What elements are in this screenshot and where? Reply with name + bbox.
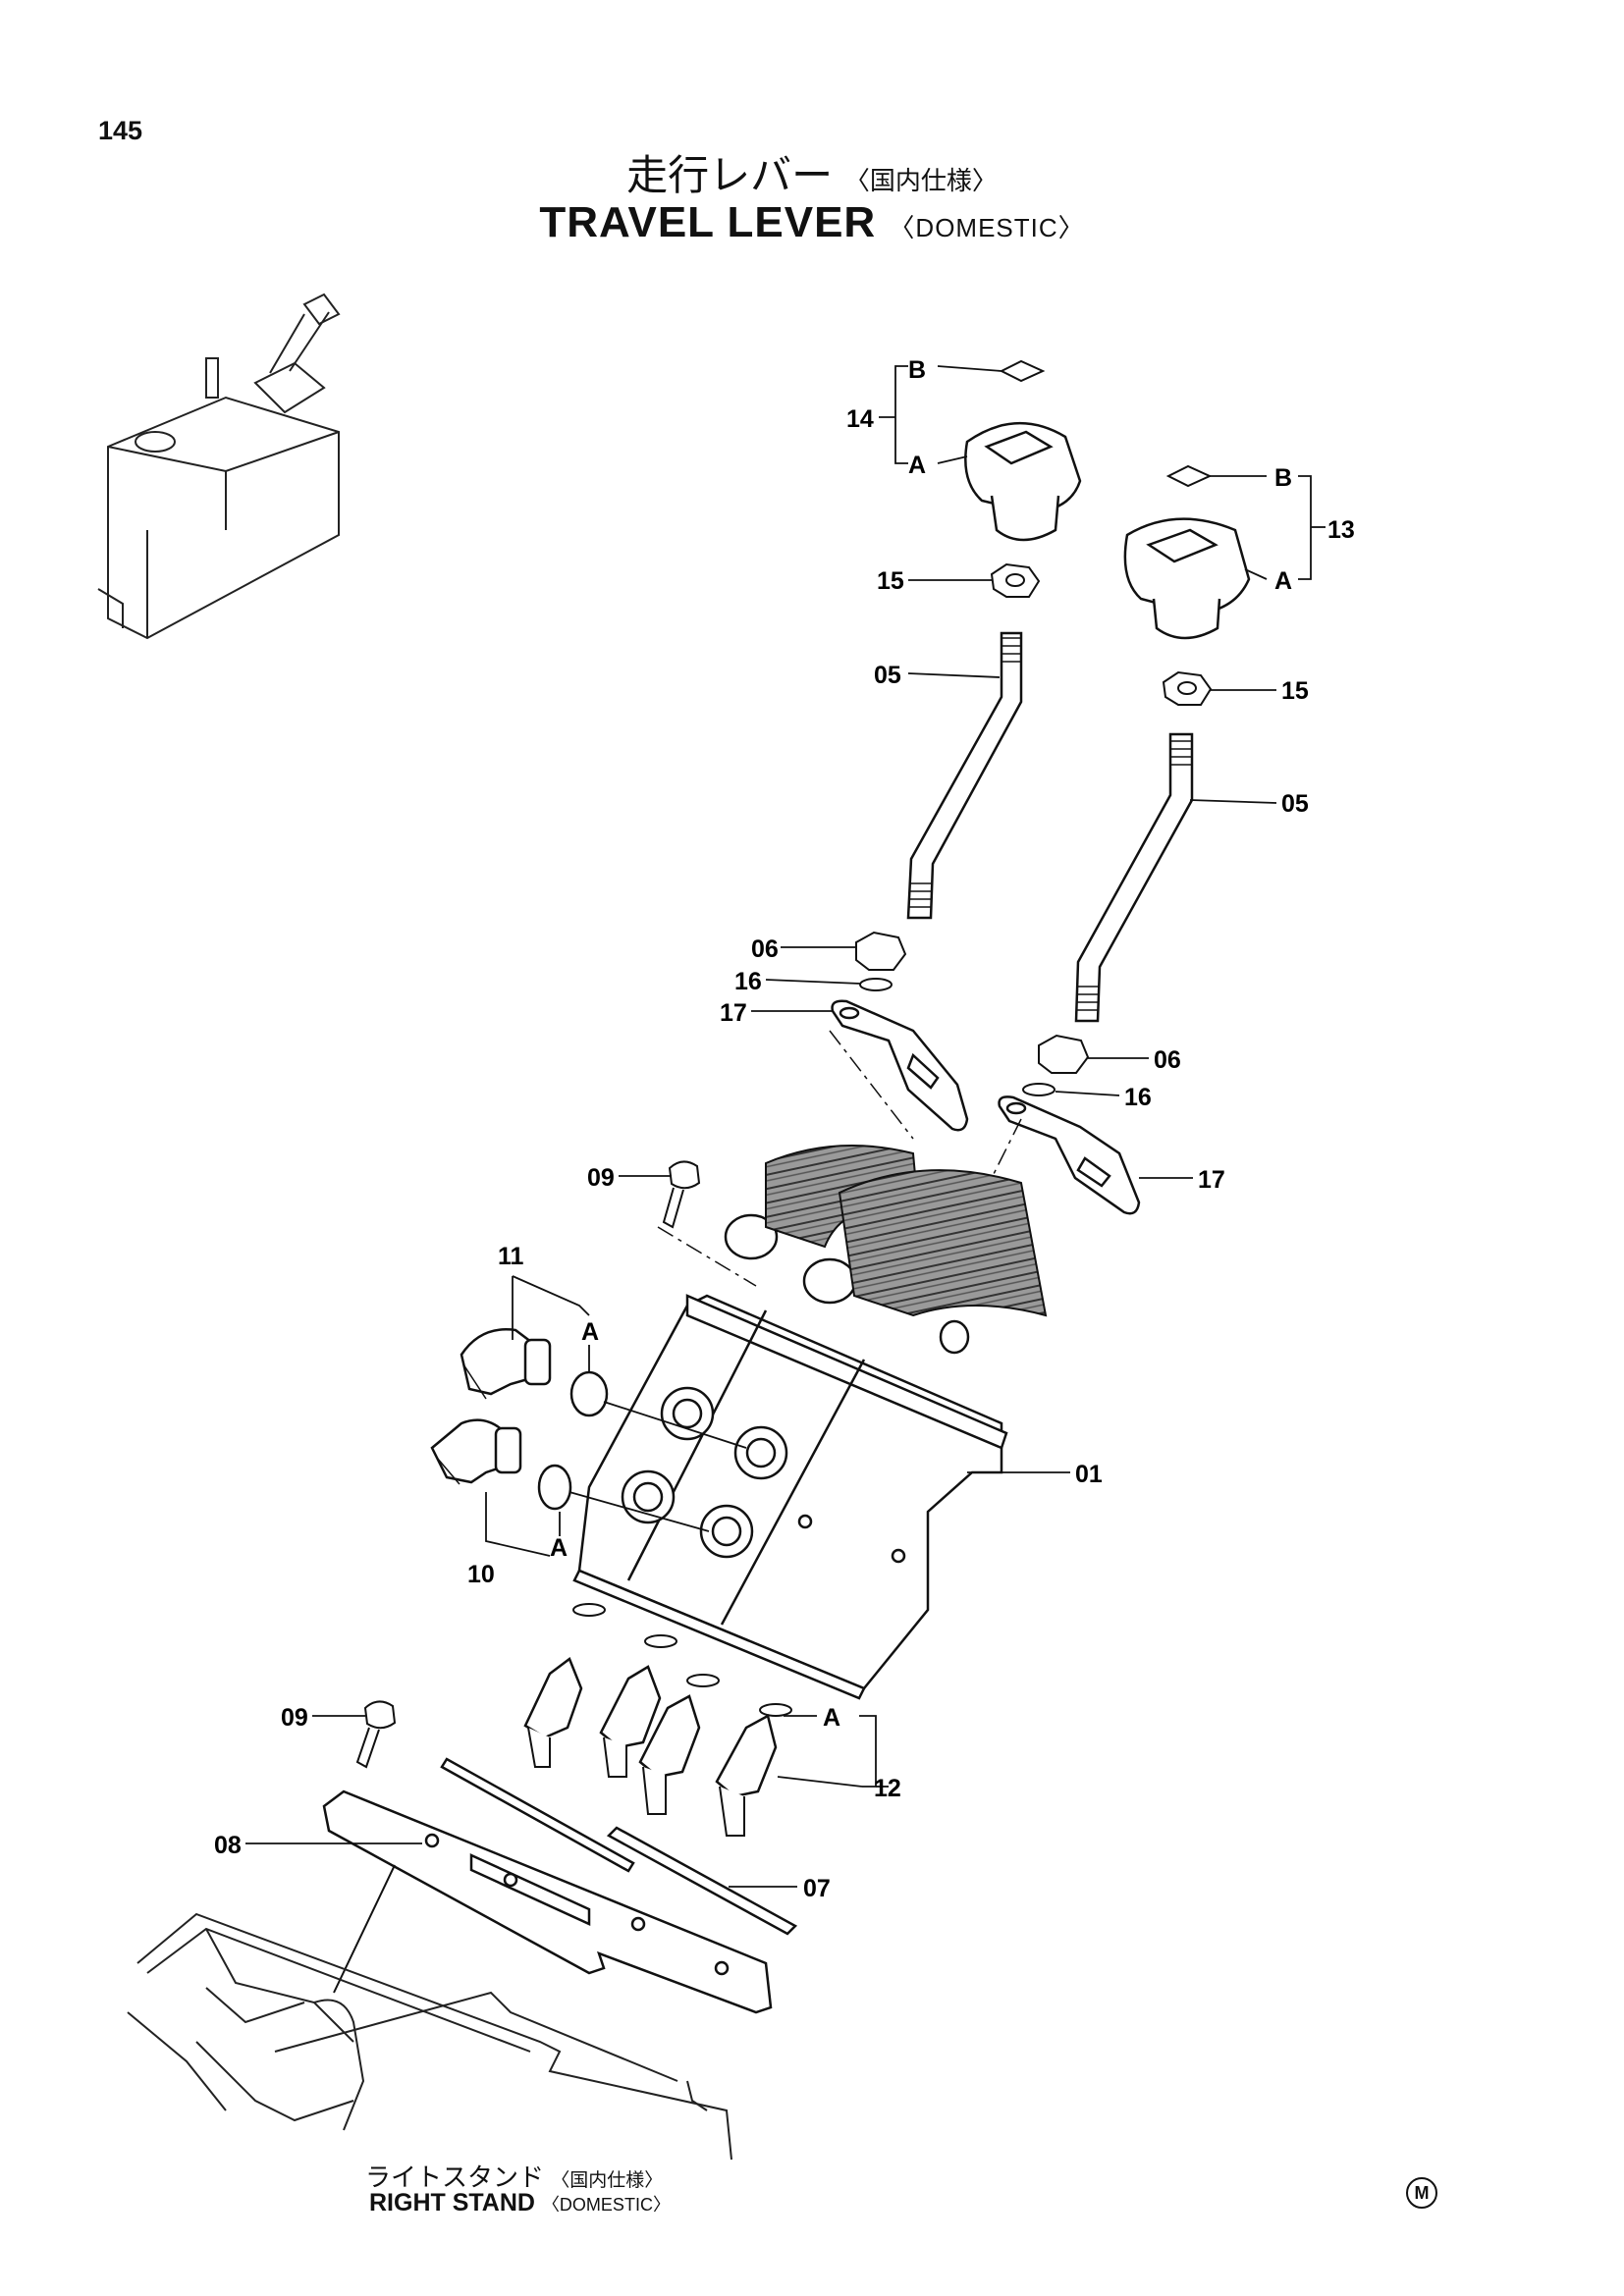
callout-14: 14 [846,405,874,433]
manual-mark-icon: M [1406,2177,1437,2209]
callout-10: 10 [467,1561,495,1588]
callout-17-left: 17 [720,999,747,1027]
callout-A-10: A [550,1534,568,1562]
stand-en-text: RIGHT STAND [369,2189,535,2216]
overview-thumbnail [97,293,341,640]
plate-17-right [998,1095,1141,1215]
screw-09-bottom [355,1700,397,1769]
knob-13 [1123,517,1251,640]
knob-14 [964,421,1082,542]
valve-body-01 [572,1213,1008,1700]
stand-jp-text: ライトスタンド [365,2163,545,2192]
callout-A-12: A [823,1704,840,1732]
callout-17-right: 17 [1198,1166,1225,1194]
page-number: 145 [98,116,143,145]
callout-13: 13 [1327,516,1355,544]
callout-16-right: 16 [1124,1084,1152,1111]
callout-06-right: 06 [1154,1046,1181,1074]
callout-A-left: A [908,452,926,479]
title-jp-sub: 〈国内仕様〉 [843,166,998,195]
callout-16-left: 16 [734,968,762,995]
diamond-symbol-right [1165,464,1213,488]
callout-07: 07 [803,1875,831,1902]
page-title-jp: 走行レバー 〈国内仕様〉 [0,142,1624,202]
callout-05-left: 05 [874,662,901,689]
callout-08: 08 [214,1832,242,1859]
callout-06-left: 06 [751,935,779,963]
title-en-text: TRAVEL LEVER [539,198,877,246]
callout-01: 01 [1075,1461,1103,1488]
screw-09-top [662,1160,701,1229]
stand-jp-sub: 〈国内仕様〉 [551,2170,664,2191]
gasket-07-upper [440,1757,635,1873]
title-jp-text: 走行レバー [626,152,834,198]
plate-17-left [831,999,969,1132]
right-stand [127,1912,732,2161]
right-stand-label-en: RIGHT STAND 〈DOMESTIC〉 [369,2189,671,2217]
nut-15-left [990,562,1041,598]
callout-15-right: 15 [1281,677,1309,705]
fittings-12 [523,1657,778,1837]
washer-16-left [859,978,893,991]
callout-12: 12 [874,1775,901,1802]
lever-05-right [1074,732,1194,1023]
elbow-fitting-10 [430,1418,522,1485]
callout-A-11: A [581,1318,599,1346]
stand-en-sub: 〈DOMESTIC〉 [541,2195,671,2215]
washer-16-right [1022,1083,1056,1096]
o-ring-10 [537,1464,572,1511]
callout-B-left: B [908,356,926,384]
title-en-sub: 〈DOMESTIC〉 [889,213,1085,242]
callout-A-right: A [1274,567,1292,595]
elbow-fitting-11 [460,1328,552,1400]
page-title-en: TRAVEL LEVER 〈DOMESTIC〉 [0,198,1624,247]
o-ring-11 [569,1370,609,1417]
callout-05-right: 05 [1281,790,1309,818]
nut-06-right [1038,1034,1090,1074]
bellows-right [838,1169,1048,1317]
right-stand-label-jp: ライトスタンド 〈国内仕様〉 [365,2158,663,2194]
callout-15-left: 15 [877,567,904,595]
gasket-07 [606,1826,798,1936]
callout-11: 11 [498,1243,524,1270]
nut-15-right [1162,670,1213,706]
callout-09-top: 09 [587,1164,615,1192]
plate-08 [322,1789,773,2014]
callout-B-right: B [1274,464,1292,492]
callout-09-bottom: 09 [281,1704,308,1732]
diamond-symbol-left [999,359,1046,383]
lever-05-left [906,631,1023,920]
nut-06-left [855,931,907,971]
